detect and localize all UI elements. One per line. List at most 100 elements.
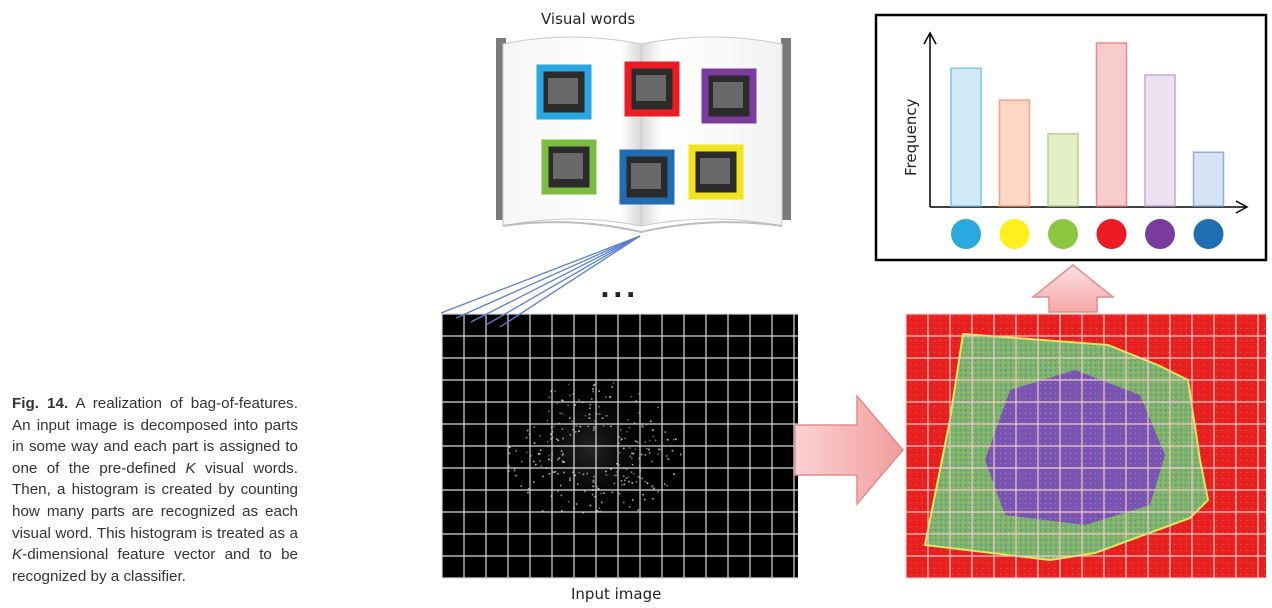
cell-speckle-dot [539,434,541,437]
cell-speckle-dot [638,393,640,395]
cell-speckle-dot [658,448,660,451]
cell-speckle-dot [675,438,677,441]
cell-speckle-dot [637,411,640,414]
ellipsis: ... [600,274,639,304]
figure-number: Fig. 14. [12,395,69,412]
cell-speckle-dot [561,453,564,456]
cell-speckle-dot [590,398,593,400]
cell-speckle-dot [561,454,564,457]
cell-speckle-dot [605,470,607,473]
cell-speckle-dot [601,417,604,419]
assignment-line [485,235,641,326]
assignment-line [455,235,641,319]
cell-speckle-dot [533,426,535,428]
cell-speckle-dot [671,449,674,452]
assignment-line [470,235,641,323]
arrow-to-histogram [1030,264,1116,313]
cell-speckle-dot [653,487,655,490]
cell-speckle-dot [596,510,599,512]
cell-speckle-dot [667,458,669,460]
cell-speckle-dot [509,446,511,448]
cell-speckle-dot [600,492,603,495]
cell-speckle-dot [641,477,644,480]
cell-speckle-dot [537,452,540,455]
cell-speckle-dot [621,438,623,440]
cell-speckle-dot [575,503,578,505]
cell-speckle-dot [635,400,637,402]
cell-speckle-dot [642,493,644,496]
cell-speckle-dot [584,414,587,417]
cell-speckle-dot [574,404,576,406]
cell-speckle-dot [556,402,558,405]
cell-speckle-dot [592,388,594,390]
cell-speckle-dot [593,479,595,482]
cell-speckle-dot [625,477,627,479]
cell-speckle-dot [589,504,591,507]
cell-speckle-dot [567,383,570,386]
cell-speckle-dot [631,482,633,484]
cell-speckle-dot [508,452,511,455]
cell-speckle-dot [540,465,543,467]
cell-speckle-dot [648,448,650,451]
histogram-bar [1144,74,1176,207]
cell-speckle-dot [528,433,531,436]
cell-speckle-dot [640,477,642,480]
cell-speckle-dot [582,473,585,476]
cell-speckle-dot [637,476,640,478]
caption-text-1: A realization of bag-of-features. An inp… [12,395,298,477]
cell-speckle-dot [574,474,576,477]
figure-caption: Fig. 14. A realization of bag-of-feature… [12,393,298,587]
cell-speckle-dot [572,428,574,431]
cell-speckle-dot [622,475,625,477]
patch-texture [553,153,583,179]
visual-words-label: Visual words [541,10,636,28]
cell-speckle-dot [552,471,555,473]
cell-speckle-dot [596,485,598,488]
cell-speckle-dot [627,476,630,479]
cell-speckle-dot [577,483,579,485]
cell-speckle-dot [601,501,603,504]
cell-speckle-dot [648,440,651,442]
cell-speckle-dot [632,499,634,501]
cell-speckle-dot [621,483,623,486]
histogram-bar [1047,133,1079,207]
cell-speckle-dot [594,383,596,386]
cell-speckle-dot [620,439,622,441]
cell-speckle-dot [636,441,639,444]
cell-speckle-dot [598,413,601,415]
cell-speckle-dot [644,480,647,483]
cell-speckle-dot [657,453,659,455]
cell-speckle-dot [584,490,586,493]
cell-speckle-dot [569,479,571,481]
cell-speckle-dot [568,501,570,503]
cell-speckle-dot [555,438,558,440]
cell-speckle-dot [520,460,523,463]
cell-speckle [507,382,682,514]
cell-speckle-dot [624,437,626,440]
cell-speckle-dot [588,413,591,416]
histogram-bars [950,42,1225,207]
cell-speckle-dot [592,429,595,432]
cell-speckle-dot [632,452,635,455]
cell-speckle-dot [646,448,648,450]
arrow-to-coded-image [794,393,904,507]
cell-speckle-dot [513,468,516,470]
cell-speckle-dot [618,464,621,466]
cell-speckle-dot [634,448,637,450]
cell-speckle-dot [527,488,530,490]
cell-speckle-dot [637,509,639,511]
cell-speckle-dot [592,480,594,483]
cell-speckle-dot [633,421,636,424]
cell-speckle-dot [613,482,616,485]
cell-speckle-dot [557,473,559,475]
coded-image-grid [905,313,1266,579]
cell-speckle-dot [665,455,668,457]
cell-speckle-dot [629,447,631,449]
cell-speckle-dot [550,495,553,497]
cell-speckle-dot [548,410,550,413]
cell-speckle-dot [515,450,518,452]
cell-speckle-dot [554,390,556,393]
cell-speckle-dot [557,490,559,493]
y-axis-arrowhead [923,31,937,45]
